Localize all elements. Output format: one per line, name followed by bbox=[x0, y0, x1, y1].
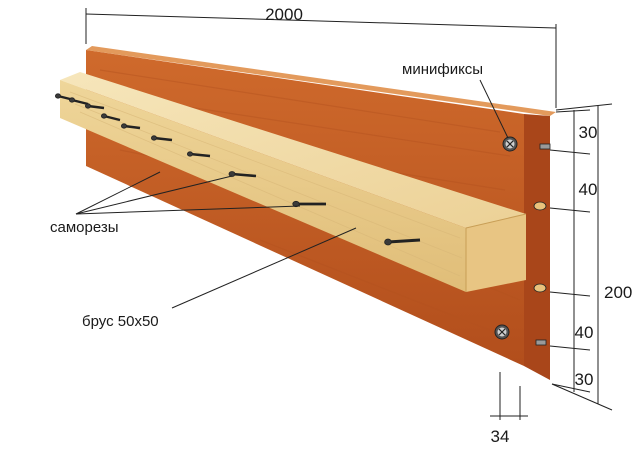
screws bbox=[55, 93, 421, 246]
gap-bottom-label: 30 bbox=[575, 370, 594, 389]
height-label: 200 bbox=[604, 283, 632, 302]
callout-minifix: минификсы bbox=[402, 61, 509, 139]
callout-screws: саморезы bbox=[50, 171, 301, 236]
dimension-height: 200 bbox=[551, 103, 632, 411]
screw bbox=[69, 97, 89, 106]
dimension-thickness: 34 bbox=[490, 372, 528, 446]
callout-beam: брус 50х50 bbox=[82, 227, 357, 330]
beam-label: брус 50х50 bbox=[82, 313, 159, 330]
board-top-edge bbox=[86, 46, 556, 116]
dimension-gaps: 30 40 40 30 bbox=[549, 109, 598, 393]
beam-50x50 bbox=[60, 72, 527, 292]
screw bbox=[101, 113, 121, 122]
screw bbox=[384, 238, 421, 246]
beam-front-face bbox=[60, 80, 466, 292]
minifix-bottom bbox=[494, 324, 510, 340]
beam-end-face bbox=[466, 214, 526, 292]
gap-upper-label: 40 bbox=[579, 180, 598, 199]
minifix-fittings bbox=[494, 136, 551, 346]
end-pins bbox=[533, 143, 551, 346]
dimension-length: 2000 bbox=[85, 5, 557, 108]
length-label: 2000 bbox=[265, 5, 303, 24]
screws-label: саморезы bbox=[50, 219, 119, 236]
minifix-top bbox=[502, 136, 518, 152]
gap-lower-label: 40 bbox=[575, 323, 594, 342]
screw bbox=[186, 151, 211, 158]
screw bbox=[292, 200, 326, 208]
minifix-label: минификсы bbox=[402, 61, 483, 78]
board-end-face bbox=[524, 114, 550, 380]
gap-top-label: 30 bbox=[579, 123, 598, 142]
screw bbox=[121, 123, 141, 130]
screw bbox=[150, 135, 173, 142]
thickness-label: 34 bbox=[491, 427, 510, 446]
beam-top-face bbox=[60, 72, 526, 228]
screw bbox=[85, 103, 105, 110]
